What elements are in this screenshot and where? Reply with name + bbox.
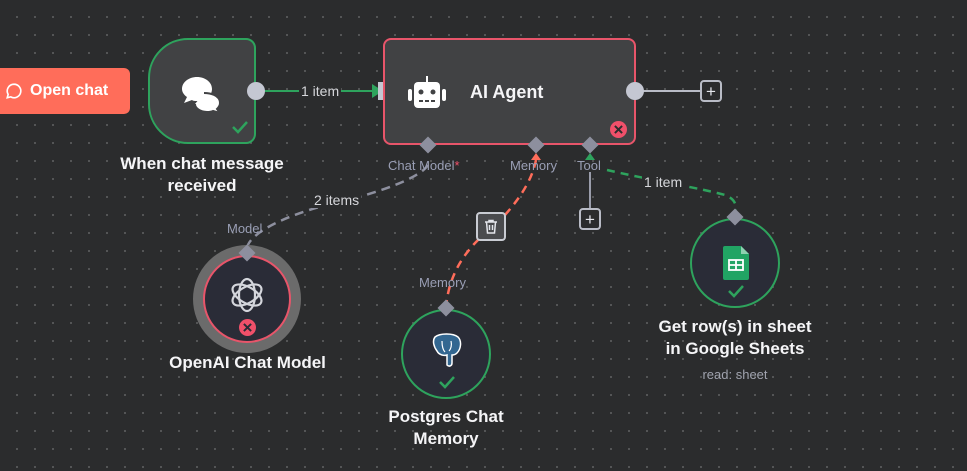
tool-port-label: Tool — [577, 158, 601, 173]
agent-output-port[interactable] — [626, 82, 644, 100]
robot-icon — [405, 76, 449, 115]
trigger-output-port[interactable] — [247, 82, 265, 100]
error-icon — [239, 319, 256, 336]
postgres-chat-memory-node[interactable] — [401, 309, 491, 399]
postgres-elephant-icon — [431, 333, 463, 372]
success-check-icon — [439, 375, 455, 394]
openai-node-body — [203, 255, 291, 343]
openai-icon — [226, 274, 268, 321]
edge-arrowhead — [372, 84, 383, 98]
trigger-node[interactable] — [148, 38, 256, 144]
agent-input-port[interactable] — [378, 82, 387, 100]
sheets-node-subtitle: read: sheet — [702, 367, 768, 382]
chat-bubbles-icon — [178, 73, 228, 118]
add-tool-button[interactable]: + — [579, 208, 601, 230]
openai-node-label: OpenAI Chat Model — [169, 353, 326, 372]
postgres-node-label: Postgres Chat Memory — [388, 407, 504, 448]
error-icon — [610, 121, 627, 138]
trash-icon — [484, 219, 498, 234]
agent-title: AI Agent — [470, 82, 544, 102]
google-sheets-node[interactable] — [690, 218, 780, 308]
edge-label-trigger-agent: 1 item — [299, 83, 342, 99]
delete-connection-button[interactable] — [476, 212, 506, 241]
chat-model-port-label: Chat Model* — [388, 158, 460, 173]
google-sheets-icon — [723, 246, 749, 285]
sheets-node-label: Get row(s) in sheet in Google Sheets — [658, 317, 812, 358]
required-asterisk: * — [454, 158, 460, 173]
openai-port-label: Model — [227, 221, 263, 236]
add-node-after-agent-button[interactable]: + — [700, 80, 722, 102]
open-chat-button[interactable]: Open chat — [0, 68, 130, 114]
memory-port-label: Memory — [510, 158, 557, 173]
trigger-node-label: When chat message received — [120, 154, 284, 195]
edge-sheets-agent — [606, 168, 737, 213]
edge-label-sheets-agent: 1 item — [642, 174, 685, 190]
open-chat-label: Open chat — [30, 82, 109, 99]
success-check-icon — [232, 120, 248, 139]
ai-agent-node[interactable]: AI Agent — [383, 38, 636, 145]
edge-label-model-agent: 2 items — [312, 192, 362, 208]
chat-bubble-icon — [5, 82, 23, 100]
postgres-port-label: Memory — [419, 275, 466, 290]
success-check-icon — [728, 284, 744, 303]
